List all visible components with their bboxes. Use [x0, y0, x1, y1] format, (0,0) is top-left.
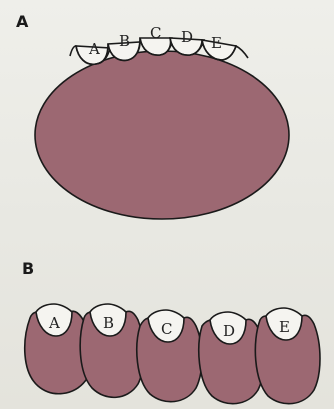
panel-a-site-label: D: [181, 28, 193, 46]
panel-b-lobe-d: D: [199, 312, 264, 404]
panel-a-site-label: B: [119, 32, 130, 50]
panel-a-body: [35, 51, 289, 219]
panel-b-lobe-c: C: [137, 310, 202, 402]
panel-b-lobe-e: E: [255, 308, 320, 404]
panel-a-molecule: A B C D E: [35, 24, 289, 219]
panel-b-lobe-b: B: [80, 304, 144, 397]
panel-a-site-label: C: [150, 24, 161, 42]
panel-a-site-label: E: [211, 34, 222, 52]
panel-b-site-label: C: [161, 320, 172, 338]
panel-b-site-label: B: [103, 314, 114, 332]
panel-b-site-label: D: [223, 322, 235, 340]
panel-b-molecules: A B C D E: [25, 304, 320, 404]
panel-a-label: A: [16, 14, 28, 30]
panel-b-label: B: [22, 261, 34, 277]
panel-b-site-label: E: [279, 318, 290, 336]
panel-b-site-label: A: [48, 314, 60, 332]
panel-a-site-label: A: [88, 40, 100, 58]
